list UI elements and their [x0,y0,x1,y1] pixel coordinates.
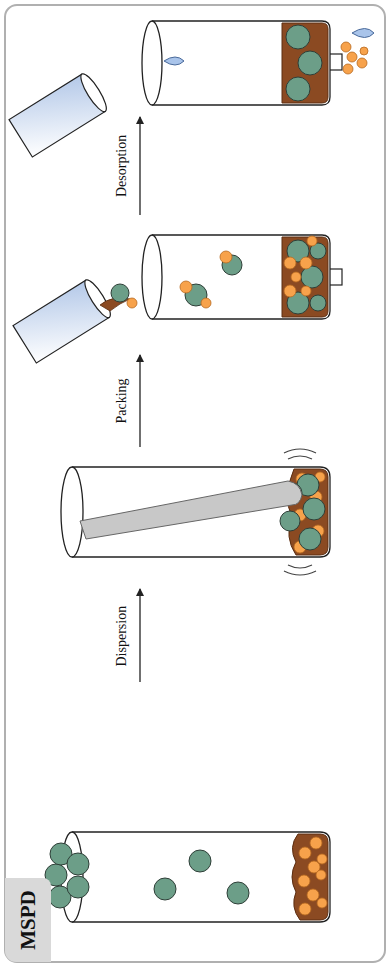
mortar-tube [61,449,330,575]
packing-cartridge [13,235,342,363]
outer-frame [5,5,385,962]
desorption-cartridge [9,21,374,157]
step-arrow [139,117,140,215]
method-tab: MSPD [5,878,51,962]
method-title: MSPD [16,890,41,950]
step-arrow [139,589,140,682]
step-label: Dispersion [114,606,130,667]
step-label: Desorption [114,135,130,197]
step-label: Packing [114,378,130,423]
step-arrow [139,355,140,447]
test-tube-1 [45,832,330,922]
